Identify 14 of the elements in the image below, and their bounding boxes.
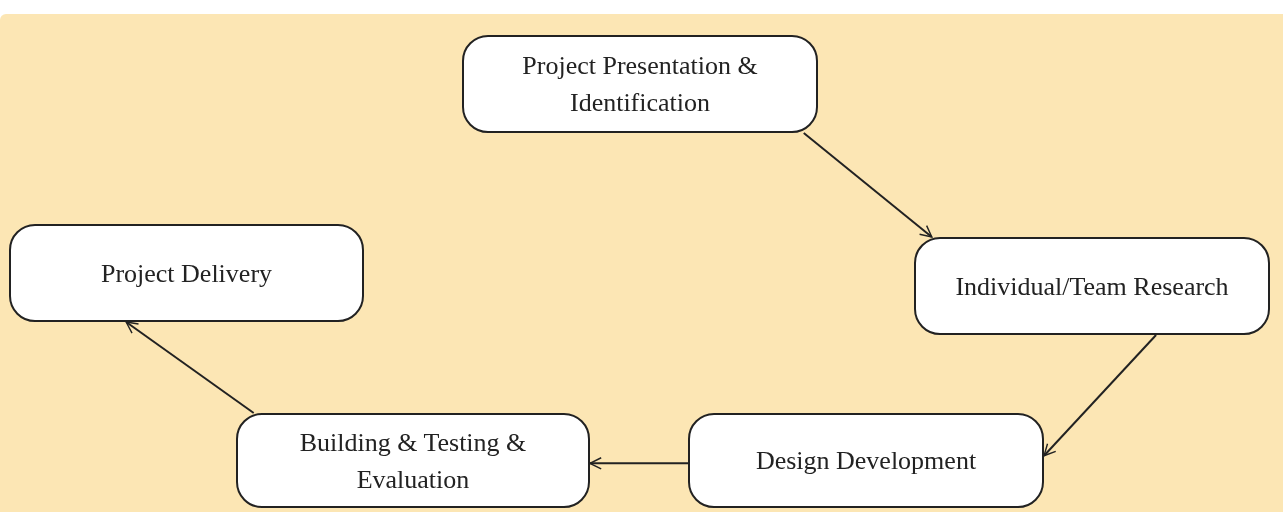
- box-label: Building & Testing & Evaluation: [298, 426, 528, 496]
- arrow: [125, 321, 255, 414]
- process-box: [462, 35, 818, 133]
- process-box: [9, 224, 364, 322]
- box-label: Design Development: [755, 445, 977, 477]
- arrow: [1043, 334, 1158, 457]
- box-label: Individual/Team Research: [955, 270, 1229, 303]
- box-label: Project Presentation & Identification: [521, 50, 759, 119]
- box-label: Project Delivery: [100, 257, 273, 290]
- process-box: [236, 413, 590, 508]
- arrow: [589, 457, 689, 470]
- process-box: [914, 237, 1270, 335]
- process-box: [688, 413, 1044, 508]
- arrow: [802, 132, 933, 238]
